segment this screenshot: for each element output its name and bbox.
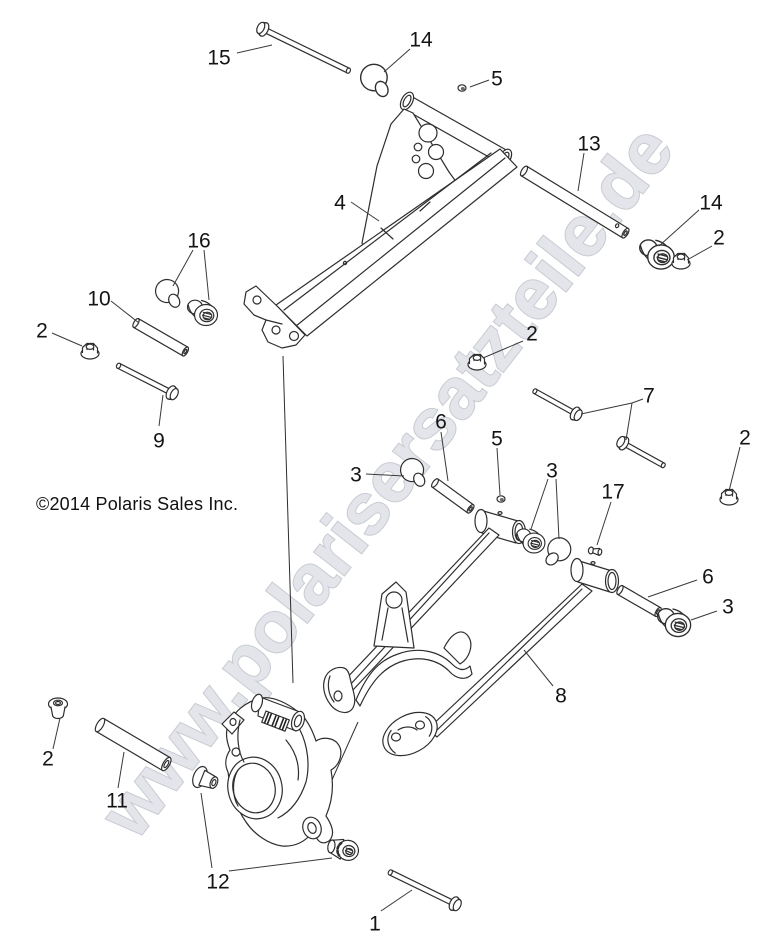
leader-line-6 — [647, 579, 698, 598]
part-bolt-7a — [532, 388, 583, 422]
callout-label-3-15: 3 — [546, 459, 558, 482]
part-bushing-3d — [656, 608, 692, 638]
part-bushing-14-right — [639, 239, 675, 270]
callout-label-8-21: 8 — [555, 684, 567, 707]
leader-line-16 — [172, 249, 194, 287]
callout-label-4-6: 4 — [334, 191, 346, 214]
leader-line-3 — [365, 473, 405, 477]
callout-label-2-18: 2 — [739, 426, 751, 449]
part-nut-2-far-right — [719, 488, 739, 506]
callout-label-1-25: 1 — [369, 912, 381, 935]
callout-label-6-19: 6 — [702, 565, 714, 588]
part-bolt-7b — [616, 435, 666, 469]
callout-label-9-10: 9 — [153, 429, 165, 452]
part-upper-a-arm — [243, 91, 518, 349]
leader-line-10 — [110, 300, 140, 324]
leader-line-17 — [596, 501, 612, 546]
leader-line-11 — [117, 751, 125, 789]
part-tube-10 — [132, 317, 190, 357]
callout-label-5-2: 5 — [491, 67, 503, 90]
callout-label-10-8: 10 — [87, 287, 110, 310]
part-bushing-12b — [327, 838, 360, 861]
callout-label-3-13: 3 — [350, 463, 362, 486]
leader-line-12 — [200, 792, 213, 869]
leader-line-15 — [236, 44, 273, 54]
leader-line-3 — [690, 610, 718, 621]
leader-line-8 — [523, 649, 554, 687]
leader-line-2 — [482, 340, 524, 359]
assembly-axis-line — [282, 355, 294, 684]
callout-label-17-17: 17 — [601, 480, 624, 503]
part-lower-control-arm — [323, 508, 620, 757]
callout-label-2-9: 2 — [36, 319, 48, 342]
leader-line-6 — [440, 431, 449, 482]
callout-label-5-14: 5 — [491, 427, 503, 450]
part-bushing-14-upper — [355, 60, 398, 102]
leader-line-5 — [496, 447, 501, 496]
leader-line-9 — [158, 394, 164, 427]
leader-line-3 — [530, 478, 549, 530]
part-bolt-1 — [387, 869, 462, 912]
leader-line-4 — [350, 201, 380, 222]
part-bushing-16-cone — [151, 276, 187, 312]
part-bushing-12a — [192, 765, 219, 789]
parts-drawing — [47, 21, 739, 912]
leader-line-13 — [577, 152, 585, 192]
callout-label-14-1: 14 — [409, 28, 433, 51]
leader-line-3 — [555, 478, 560, 540]
part-bushing-3c — [541, 536, 573, 569]
part-nut-2-left — [80, 342, 100, 360]
part-tube-6a — [430, 478, 475, 514]
part-tube-13 — [519, 165, 630, 239]
leader-line-7 — [625, 402, 633, 441]
callout-label-12-24: 12 — [206, 870, 229, 893]
callout-label-16-7: 16 — [187, 229, 210, 252]
callout-label-2-22: 2 — [42, 747, 54, 770]
callout-label-13-3: 13 — [577, 132, 600, 155]
part-nut-2-middle — [467, 353, 487, 371]
leader-line-2 — [52, 717, 61, 750]
leader-line-14 — [383, 48, 411, 73]
leader-line-16 — [203, 249, 210, 301]
copyright-text: ©2014 Polaris Sales Inc. — [36, 494, 239, 514]
part-bolt-9 — [115, 362, 179, 401]
part-fitting-17 — [587, 546, 603, 557]
callout-label-14-4: 14 — [699, 191, 723, 214]
callout-label-15-0: 15 — [207, 46, 230, 69]
leader-line-12 — [228, 857, 333, 872]
callout-label-6-12: 6 — [435, 410, 447, 433]
part-screw-5-upper — [457, 84, 467, 92]
leader-line-2 — [51, 332, 83, 347]
part-cap-2-bottom — [47, 697, 69, 720]
callout-label-2-5: 2 — [713, 226, 725, 249]
leader-line-14 — [658, 209, 700, 247]
part-nut-2-right — [671, 252, 691, 270]
part-bushing-16-tophat — [186, 299, 219, 327]
callout-label-3-20: 3 — [722, 595, 734, 618]
callout-label-11-23: 11 — [106, 789, 128, 812]
leader-line-2 — [686, 245, 713, 261]
leader-line-5 — [469, 79, 490, 88]
part-bolt-15 — [256, 21, 352, 74]
part-tube-11 — [94, 717, 172, 772]
callout-label-2-11: 2 — [526, 322, 538, 345]
leader-line-2 — [728, 446, 741, 492]
callout-label-7-16: 7 — [643, 384, 655, 407]
part-screw-5-lower — [496, 495, 506, 503]
leader-line-1 — [380, 889, 413, 912]
leader-line-7 — [580, 398, 644, 415]
part-bearing-carrier — [221, 693, 342, 847]
part-tube-6b — [616, 584, 662, 618]
part-bushing-3b — [515, 528, 546, 554]
